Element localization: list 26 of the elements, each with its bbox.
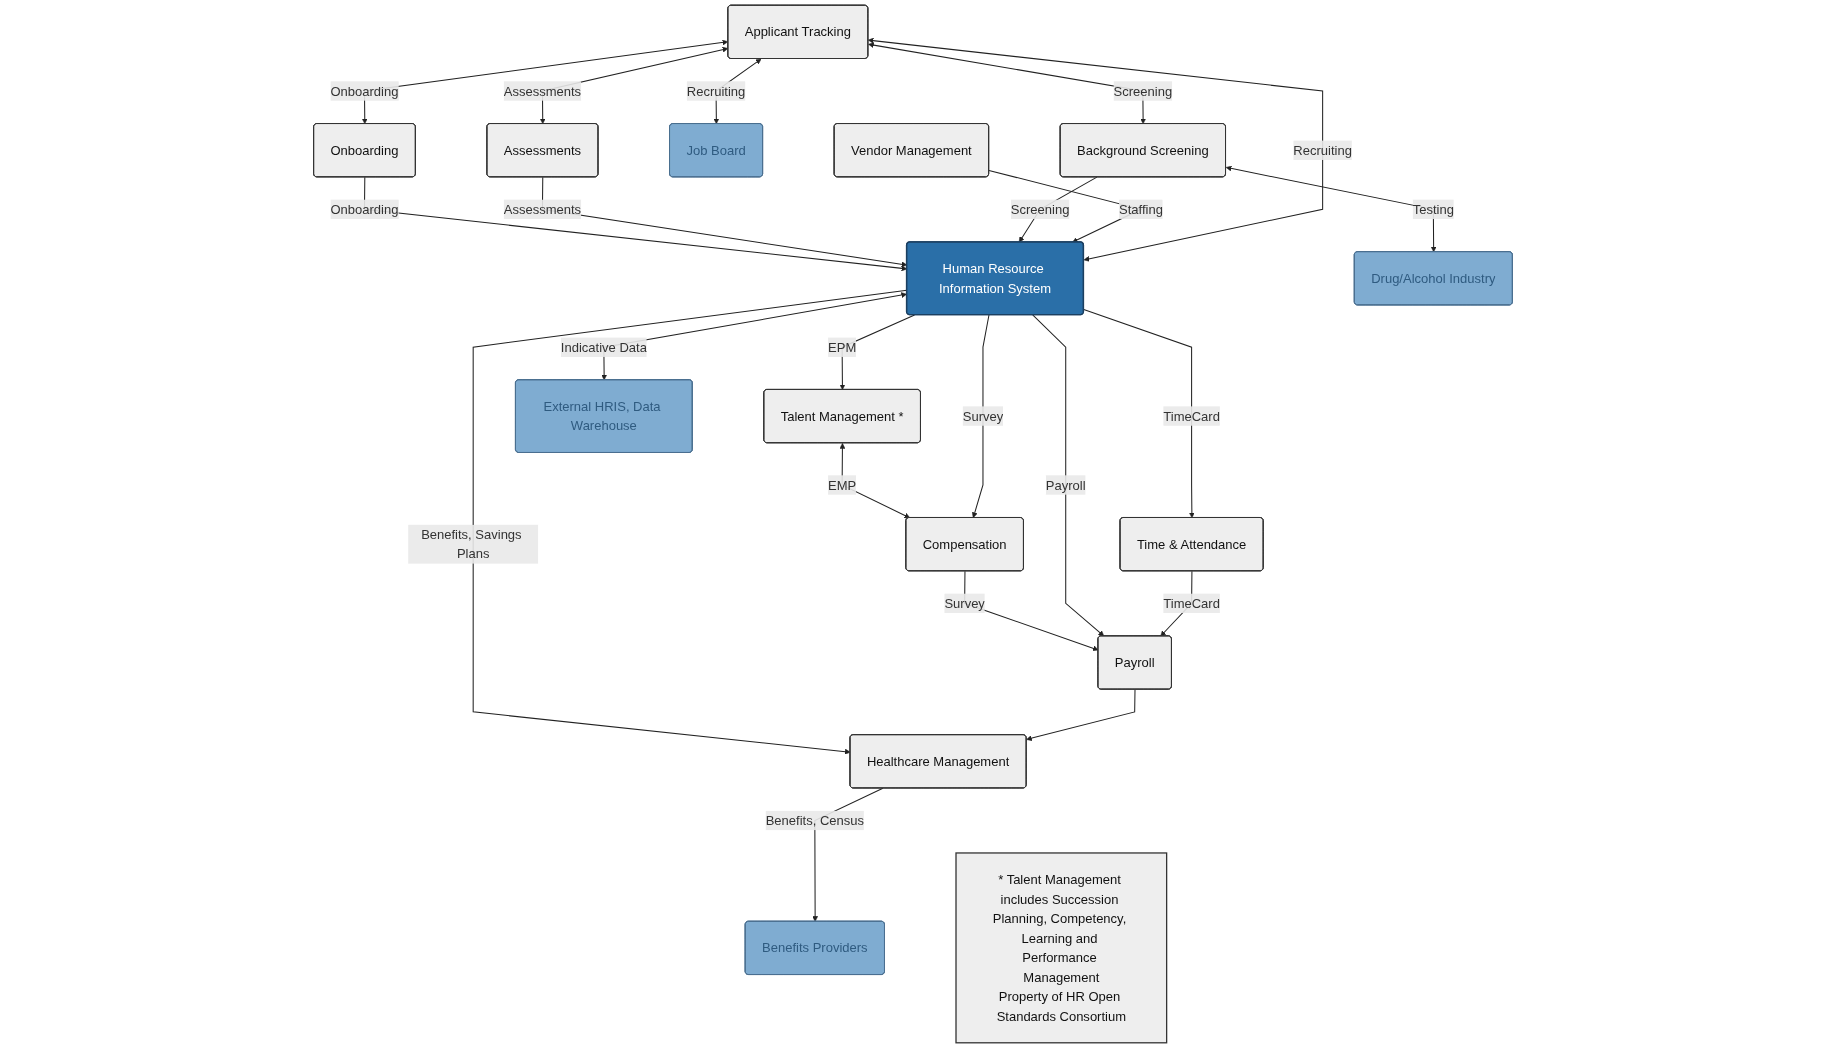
arrow [971,314,990,519]
edge-label: TimeCard [1163,408,1220,424]
edge-label: Assessments [503,202,582,217]
edge-label: Onboarding [330,202,399,217]
node-box: * Talent Management includes Succession Planning, Competency, Learning and Performance Management Property of HR Open Standards Consortium [955,852,1168,1044]
edge-label: Assessments [503,83,582,99]
edge-label: Benefits, Savings Plans [421,527,522,562]
edge-label: Recruiting [686,83,746,99]
edge-label: Benefits, Census [765,813,864,828]
edge-label: Testing [1412,202,1454,217]
edge-label: TimeCard [1163,596,1220,611]
edge-label: EPM [828,340,857,355]
arrow [1026,688,1136,741]
edge-label: Payroll [1045,477,1086,493]
edge-label: Survey [962,408,1004,424]
edge-label: EMP [828,477,857,493]
arrow [1083,309,1195,519]
edge-label: Indicative Data [560,340,647,355]
arrow [601,292,907,381]
arrow [1032,314,1105,637]
edge-label: Survey [944,596,985,611]
edge-label: Onboarding [330,83,399,99]
edge-label: Staffing [1119,202,1163,217]
edge-label: Screening [1113,83,1173,99]
edge-label: Recruiting [1293,143,1352,158]
edge-label: Screening [1010,202,1070,217]
